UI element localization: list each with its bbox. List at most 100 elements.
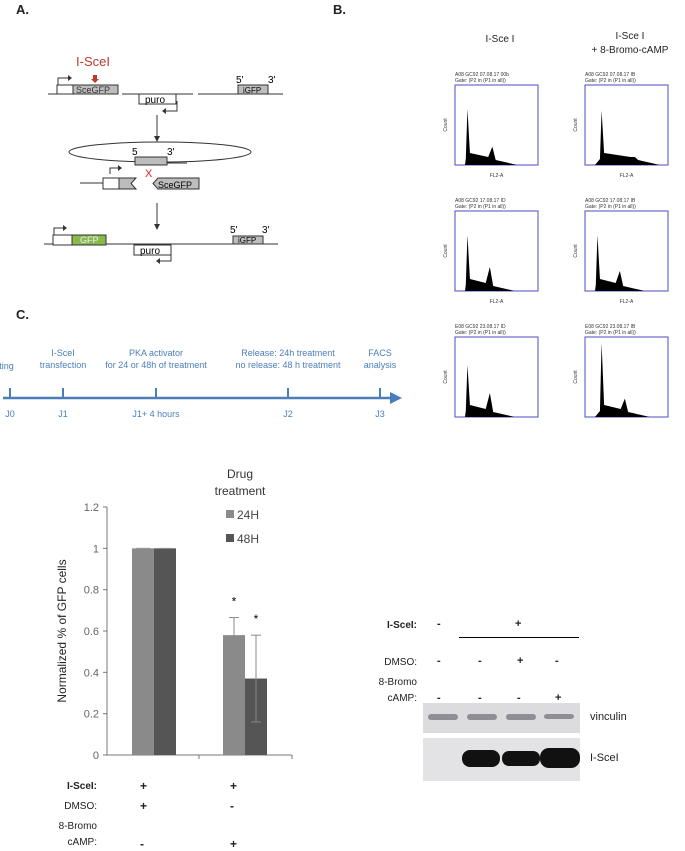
- blot-condition-value: -: [517, 692, 521, 704]
- blot-condition-label: I-SceI:: [386, 620, 417, 631]
- timeline-axis: [3, 388, 402, 404]
- blot-condition-value: -: [478, 692, 482, 704]
- facs-col-header-2: I-Sce I + 8-Bromo-cAMP: [591, 31, 669, 56]
- panel-a-label: A.: [16, 2, 29, 17]
- condition-value: -: [140, 837, 144, 851]
- facs-plot-title: E08 GC92 23.08.17 IB: [585, 324, 636, 330]
- arrowheads: [63, 75, 166, 264]
- facs-histogram: [464, 365, 515, 417]
- significance-mark: *: [232, 595, 237, 609]
- gfp-label: GFP: [80, 235, 99, 245]
- cut-site-arrow-icon: [91, 75, 99, 83]
- bar-24H: [223, 635, 245, 755]
- facs-plot-gate: Gate: (P2 in (P1 in all)): [585, 78, 636, 84]
- recombination-diagram: I-SceI SceGFP puro iGFP 5' 3' 5 3' X Sce…: [44, 54, 283, 264]
- facs-plot-gate: Gate: (P2 in (P1 in all)): [455, 330, 506, 336]
- bar-48H: [154, 548, 176, 755]
- facs-plot-title: E08 GC92 23.08.17 ID: [455, 324, 506, 330]
- legend-label: 24H: [237, 508, 259, 522]
- timeline-event-day: J1: [58, 409, 68, 419]
- facs-histogram: [594, 110, 660, 165]
- facs-plot-title: A08 GC92 07.08.17 IB: [585, 72, 636, 78]
- three-prime-2: 3': [262, 225, 270, 236]
- chart-title: Drug treatment: [214, 467, 266, 498]
- puro-label: puro: [145, 95, 165, 106]
- blot-condition-value: -: [437, 655, 441, 667]
- five-prime-2: 5': [230, 225, 238, 236]
- band-label-isce: I-SceI: [590, 752, 619, 764]
- y-tick-label: 1.2: [84, 502, 99, 514]
- facs-plot-frame: [584, 84, 669, 166]
- condition-value: +: [140, 779, 148, 793]
- blot-condition-label: 8-Bromo cAMP:: [378, 677, 417, 704]
- facs-plot-title: A08 GC92 07.08.17 00b: [455, 72, 509, 78]
- facs-histogram: [594, 342, 650, 417]
- timeline-event-label: Release: 24h treatment no release: 48 h …: [235, 348, 341, 370]
- facs-plot-gate: Gate: (P2 in (P1 in all)): [455, 78, 506, 84]
- blot-condition-value: +: [555, 692, 562, 704]
- five-prime: 5': [236, 75, 244, 86]
- facs-y-label: Count: [443, 370, 449, 384]
- blot-conditions: I-SceI:-+DMSO:--+-8-Bromo cAMP:---+: [360, 615, 590, 705]
- facs-plot-gate: Gate: (P2 in (P1 in all)): [585, 330, 636, 336]
- five-label-mid: 5: [132, 147, 138, 158]
- blot-condition-value: +: [517, 655, 524, 667]
- timeline-event-day: J2: [283, 409, 293, 419]
- timeline-event-label: I-SceI transfection: [39, 348, 87, 370]
- facs-x-label: FL2-A: [490, 299, 504, 305]
- puro-label-2: puro: [140, 246, 160, 257]
- condition-label: 8-Bromo cAMP:: [58, 821, 97, 848]
- isce-label: I-SceI: [76, 54, 110, 69]
- legend-swatch: [226, 510, 234, 518]
- blot-condition-value: -: [437, 692, 441, 704]
- band-label-vinculin: vinculin: [590, 711, 627, 723]
- y-tick-label: 1: [93, 543, 99, 555]
- legend-swatch: [226, 534, 234, 542]
- cut-mark: X: [145, 168, 153, 180]
- timeline-event-label: Plating: [0, 361, 14, 371]
- facs-histogram: [464, 235, 515, 291]
- igfp-label: iGFP: [243, 86, 261, 95]
- y-tick-label: 0.6: [84, 626, 99, 638]
- y-tick-label: 0.4: [84, 667, 99, 679]
- panel-b-label: B.: [333, 2, 346, 17]
- y-tick-label: 0.8: [84, 585, 99, 597]
- facs-plot-gate: Gate: (P2 in (P1 in all)): [455, 204, 506, 210]
- chart-conditions: I-SceI:++DMSO:+-8-Bromo cAMP:-+: [0, 775, 300, 851]
- significance-mark: *: [254, 612, 259, 626]
- facs-col-header-1: I-Sce I: [485, 34, 515, 45]
- facs-y-label: Count: [443, 244, 449, 258]
- facs-plot-title: A08 GC92 17.08.17 IB: [585, 198, 636, 204]
- legend-label: 48H: [237, 532, 259, 546]
- facs-x-label: FL2-A: [620, 173, 634, 179]
- y-tick-label: 0.2: [84, 709, 99, 721]
- timeline-event-label: PKA activator for 24 or 48h of treatment: [105, 348, 207, 370]
- blot-condition-value: -: [437, 618, 441, 630]
- y-axis-label: Normalized % of GFP cells: [55, 559, 69, 702]
- igfp-label-2: iGFP: [238, 236, 256, 245]
- facs-y-label: Count: [573, 244, 579, 258]
- facs-y-label: Count: [573, 370, 579, 384]
- blot-condition-value: +: [515, 618, 522, 630]
- timeline-event-label: FACS analysis: [363, 348, 397, 370]
- condition-label: DMSO:: [64, 801, 97, 812]
- condition-value: -: [230, 799, 234, 813]
- timeline-event-day: J3: [375, 409, 385, 419]
- facs-plot-gate: Gate: (P2 in (P1 in all)): [585, 204, 636, 210]
- condition-value: +: [230, 837, 238, 851]
- bar-24H: [132, 548, 154, 755]
- facs-histogram: [594, 235, 645, 291]
- three-prime: 3': [268, 75, 276, 86]
- three-label-mid: 3': [167, 147, 175, 158]
- timeline-event-day: J0: [5, 409, 15, 419]
